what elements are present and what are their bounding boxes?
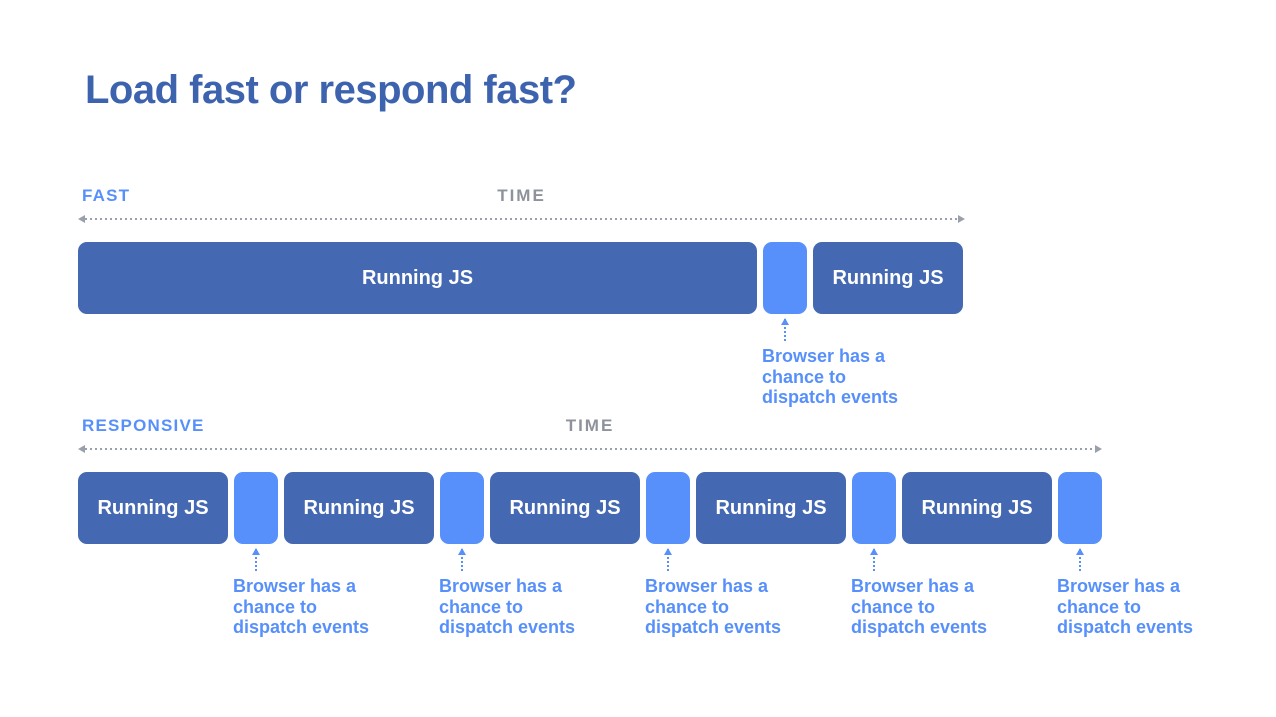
arrow-left-icon <box>78 215 85 223</box>
running-js-bar: Running JS <box>78 472 228 544</box>
running-js-bar: Running JS <box>490 472 640 544</box>
annotation-line: chance to <box>645 596 730 617</box>
timeline-name-label: FAST <box>82 186 131 205</box>
annotation-line: Browser has a <box>1057 576 1181 596</box>
running-js-bar: Running JS <box>902 472 1052 544</box>
annotation-line: chance to <box>233 596 318 617</box>
up-arrow-icon <box>458 548 466 571</box>
annotation-line: dispatch events <box>762 387 899 407</box>
up-arrow-icon <box>664 548 672 571</box>
annotation-line: dispatch events <box>439 617 576 637</box>
dotted-axis-line <box>85 218 958 220</box>
annotation-line: chance to <box>851 596 936 617</box>
timeline-name-label: RESPONSIVE <box>82 416 205 435</box>
time-axis <box>78 445 1102 453</box>
time-axis-label: TIME <box>565 416 615 435</box>
browser-gap-block <box>852 472 896 544</box>
running-js-bar: Running JS <box>696 472 846 544</box>
running-js-bar: Running JS <box>284 472 434 544</box>
browser-gap-block <box>234 472 278 544</box>
annotation-line: Browser has a <box>762 346 886 366</box>
running-js-bar: Running JS <box>78 242 757 314</box>
annotation-line: chance to <box>439 596 524 617</box>
timeline-header: RESPONSIVE TIME <box>78 416 1102 436</box>
annotation-line: chance to <box>762 366 847 387</box>
annotation-line: dispatch events <box>233 617 370 637</box>
annotation-line: Browser has a <box>233 576 357 596</box>
up-arrow-icon <box>1076 548 1084 571</box>
up-arrow-icon <box>781 318 789 341</box>
browser-gap-block <box>763 242 807 314</box>
arrow-right-icon <box>958 215 965 223</box>
running-js-bar: Running JS <box>813 242 963 314</box>
browser-gap-block <box>1058 472 1102 544</box>
annotation-line: Browser has a <box>851 576 975 596</box>
dotted-axis-line <box>85 448 1095 450</box>
annotation-line: dispatch events <box>645 617 782 637</box>
time-axis <box>78 215 965 223</box>
annotation-line: Browser has a <box>645 576 769 596</box>
browser-gap-block <box>646 472 690 544</box>
annotation-line: dispatch events <box>851 617 988 637</box>
timeline-responsive: RESPONSIVE TIME Running JS Running JS Runn… <box>78 416 1193 646</box>
annotation-line: dispatch events <box>1057 617 1194 637</box>
up-arrow-icon <box>252 548 260 571</box>
time-axis-label: TIME <box>497 186 546 205</box>
annotation-line: Browser has a <box>439 576 563 596</box>
arrow-right-icon <box>1095 445 1102 453</box>
browser-gap-block <box>440 472 484 544</box>
page-title: Load fast or respond fast? <box>85 68 577 112</box>
annotation-line: chance to <box>1057 596 1142 617</box>
timeline-fast: FAST TIME Running JS Running JS Browser h… <box>78 186 978 416</box>
timeline-header: FAST TIME <box>78 186 965 206</box>
arrow-left-icon <box>78 445 85 453</box>
up-arrow-icon <box>870 548 878 571</box>
